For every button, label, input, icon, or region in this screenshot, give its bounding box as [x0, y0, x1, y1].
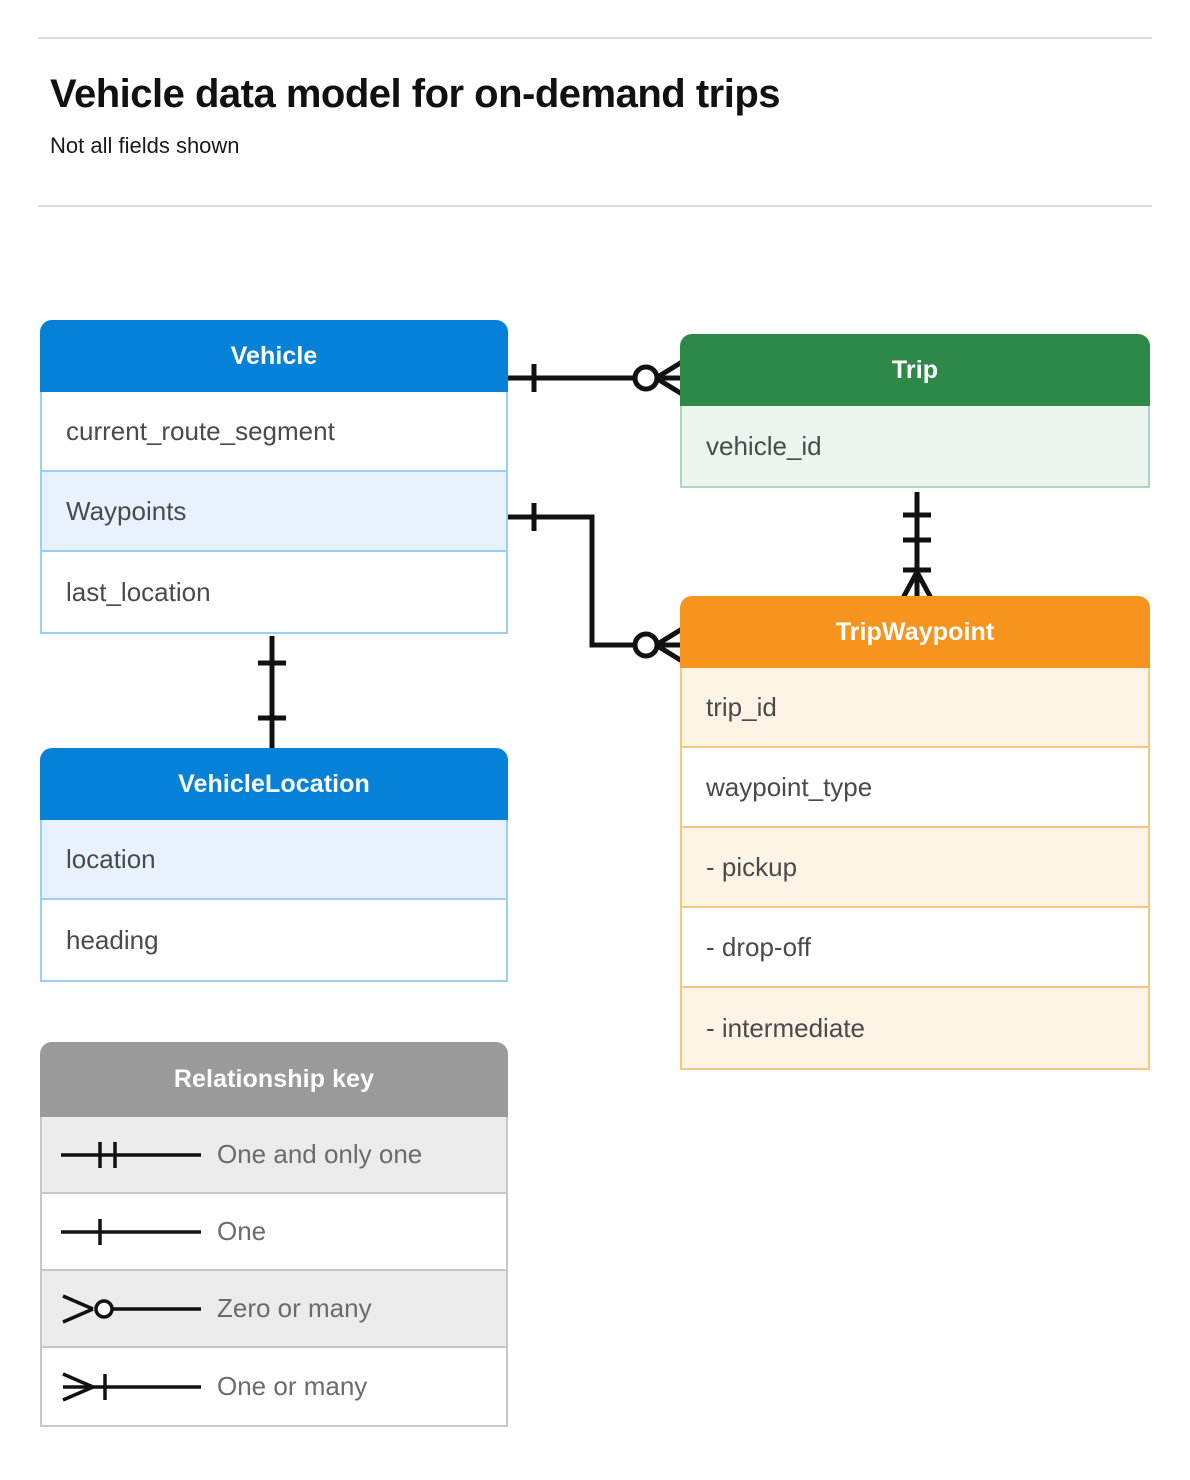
entity-tripwaypoint-title: TripWaypoint: [680, 596, 1150, 668]
field-row[interactable]: - drop-off: [682, 908, 1148, 988]
field-row[interactable]: - pickup: [682, 828, 1148, 908]
entity-trip-title: Trip: [680, 334, 1150, 406]
field-row[interactable]: Waypoints: [42, 472, 506, 552]
legend-label: One or many: [217, 1371, 368, 1401]
field-row[interactable]: vehicle_id: [682, 406, 1148, 486]
field-row[interactable]: heading: [42, 900, 506, 980]
relationship-key-items: One and only one One: [40, 1117, 508, 1427]
connector-vehicle-trip: [508, 359, 684, 397]
field-row[interactable]: location: [42, 820, 506, 900]
legend-item-one: One: [42, 1194, 506, 1271]
entity-tripwaypoint[interactable]: TripWaypoint trip_id waypoint_type - pic…: [680, 596, 1150, 1070]
entity-vehiclelocation-fields: location heading: [40, 820, 508, 982]
page-title: Vehicle data model for on-demand trips: [50, 72, 781, 116]
field-row[interactable]: last_location: [42, 552, 506, 632]
one-or-many-icon: [42, 1348, 217, 1425]
entity-vehicle[interactable]: Vehicle current_route_segment Waypoints …: [40, 320, 508, 634]
one-and-only-one-icon: [42, 1116, 217, 1193]
connector-vehicle-vehiclelocation: [258, 636, 286, 750]
top-divider: [38, 37, 1152, 39]
entity-vehicle-title: Vehicle: [40, 320, 508, 392]
legend-item-one-or-many: One or many: [42, 1348, 506, 1425]
legend-item-one-and-only-one: One and only one: [42, 1117, 506, 1194]
entity-vehiclelocation[interactable]: VehicleLocation location heading: [40, 748, 508, 982]
entity-trip-fields: vehicle_id: [680, 406, 1150, 488]
relationship-key-title: Relationship key: [40, 1042, 508, 1117]
field-row[interactable]: current_route_segment: [42, 392, 506, 472]
entity-trip[interactable]: Trip vehicle_id: [680, 334, 1150, 488]
relationship-key-legend: Relationship key One and only one: [40, 1042, 508, 1427]
entity-tripwaypoint-fields: trip_id waypoint_type - pickup - drop-of…: [680, 668, 1150, 1070]
legend-label: Zero or many: [217, 1293, 372, 1323]
connector-trip-tripwaypoint: [900, 492, 934, 600]
entity-vehicle-fields: current_route_segment Waypoints last_loc…: [40, 392, 508, 634]
header-divider: [38, 205, 1152, 207]
field-row[interactable]: - intermediate: [682, 988, 1148, 1068]
zero-or-many-icon: [42, 1270, 217, 1347]
connector-waypoints-tripwaypoint: [508, 503, 684, 664]
field-row[interactable]: trip_id: [682, 668, 1148, 748]
field-row[interactable]: waypoint_type: [682, 748, 1148, 828]
legend-label: One and only one: [217, 1139, 423, 1169]
one-icon: [42, 1193, 217, 1270]
entity-vehiclelocation-title: VehicleLocation: [40, 748, 508, 820]
page-subtitle: Not all fields shown: [50, 133, 240, 158]
legend-item-zero-or-many: Zero or many: [42, 1271, 506, 1348]
legend-label: One: [217, 1216, 267, 1246]
